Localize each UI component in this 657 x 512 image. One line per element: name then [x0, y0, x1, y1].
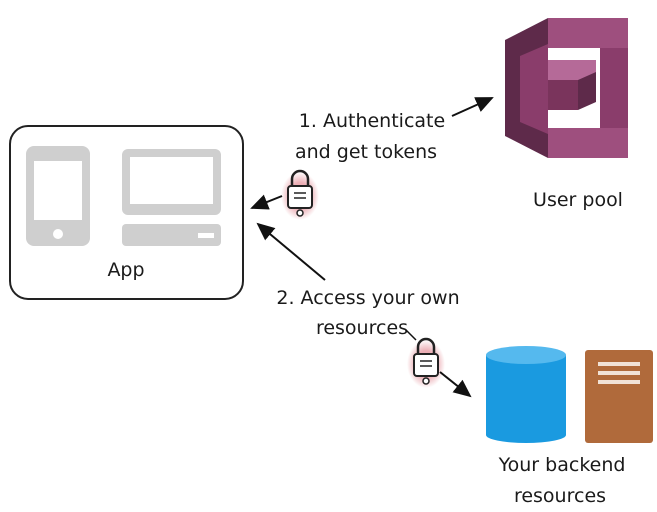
- app-box: App: [9, 125, 244, 300]
- lock-icon: [407, 337, 445, 388]
- arrow-token-to-app: [250, 194, 283, 210]
- step1-label-line2: and get tokens: [295, 141, 437, 163]
- backend-label-line1: Your backend: [498, 454, 626, 476]
- user-pool-icon: [505, 18, 628, 158]
- step2-label-line1: 2. Access your own: [276, 287, 459, 309]
- step2-label-line2: resources: [316, 317, 408, 339]
- user-pool-label: User pool: [533, 189, 623, 211]
- app-label: App: [107, 259, 144, 281]
- server-icon: [585, 350, 653, 443]
- database-icon: [486, 346, 566, 443]
- monitor-icon: [122, 149, 221, 246]
- step1-label-line1: 1. Authenticate: [299, 110, 445, 132]
- arrow-access-to-app: [256, 222, 326, 281]
- arrow-to-user-pool: [451, 97, 494, 117]
- connector-label-to-lock: [405, 329, 417, 341]
- arrow-to-backend: [439, 371, 472, 398]
- backend-label-line2: resources: [514, 485, 606, 507]
- lock-icon: [281, 169, 319, 220]
- phone-icon: [26, 146, 90, 246]
